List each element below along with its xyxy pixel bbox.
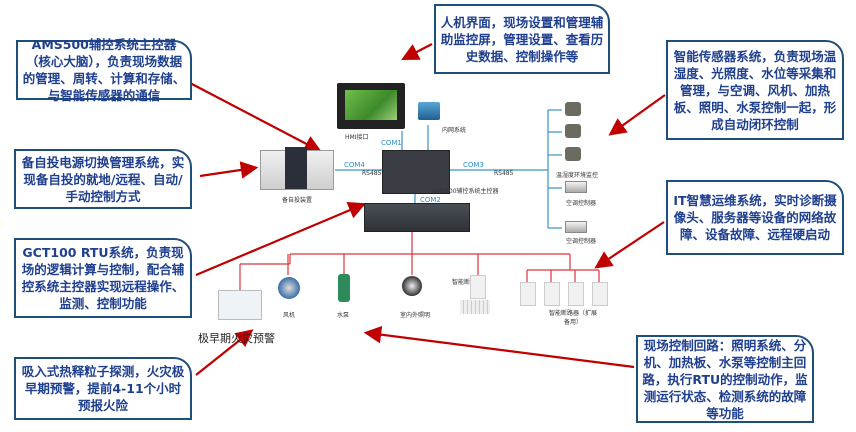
callout-hmi: 人机界面，现场设置和管理辅助监控屏，管理设置、查看历史数据、控制操作等 — [434, 4, 610, 74]
callout-arrows — [189, 43, 666, 376]
fire-detector-icon — [218, 290, 262, 320]
com1-label: COM1 — [381, 139, 402, 147]
breaker-ext-icon-3 — [568, 282, 584, 306]
env-monitor-label: 温湿度环境监控 — [556, 172, 599, 179]
light-icon — [402, 276, 422, 296]
callout-sensor-text: 智能传感器系统，负责现场温湿度、光照度、水位等采集和管理，与空调、风机、加热板、… — [673, 48, 837, 132]
ac-controller-icon-2 — [565, 221, 587, 233]
hmi-label: HMI接口 — [345, 134, 369, 141]
breaker-ext-label: 智能断路器（扩展备用） — [548, 310, 597, 326]
light-label: 室内外照明 — [400, 312, 431, 319]
hmi-screen-icon — [337, 83, 405, 129]
callout-rtu: GCT100 RTU系统，负责现场的逻辑计算与控制，配合辅控系统主控器实现远程操… — [14, 238, 192, 318]
sensor-icon-1 — [565, 102, 581, 116]
network-switch-icon — [418, 102, 440, 120]
power-lines — [239, 230, 600, 290]
ac-controller-icon-1 — [565, 181, 587, 193]
ac-controller-label-1: 空调控制器 — [566, 200, 597, 207]
rtu-device-icon — [364, 203, 470, 232]
breaker-ext-icon-4 — [592, 282, 608, 306]
breaker-label: 智能断路器 — [452, 279, 483, 286]
ats-label: 备自投装置 — [282, 197, 313, 204]
breaker-ext-icon-2 — [544, 282, 560, 306]
callout-control-loop-text: 现场控制回路：照明系统、分机、加热板、水泵等控制主回路，执行RTU的控制动作，监… — [642, 337, 808, 421]
callout-ams500: AMS500辅控系统主控器（核心大脑），负责现场数据的管理、周转、计算和存储、与… — [16, 37, 192, 103]
heater-icon — [460, 300, 490, 314]
callout-rtu-text: GCT100 RTU系统，负责现场的逻辑计算与控制，配合辅控系统主控器实现远程操… — [21, 245, 185, 311]
controller-label: AMS500辅控系统主控器 — [432, 188, 499, 195]
ac-controller-label-2: 空调控制器 — [566, 238, 597, 245]
callout-it-ops-text: IT智慧运维系统，实时诊断摄像头、服务器等设备的网络故障、设备故障、远程硬启动 — [673, 193, 837, 242]
fire-warning-label: 极早期火灾预警 — [198, 332, 275, 345]
callout-it-ops: IT智慧运维系统，实时诊断摄像头、服务器等设备的网络故障、设备故障、远程硬启动 — [666, 180, 844, 255]
network-label: 内网系统 — [442, 127, 467, 134]
ats-device-icon — [260, 147, 334, 190]
sensor-icon-2 — [565, 124, 581, 138]
callout-ats: 备自投电源切换管理系统，实现备自投的就地/远程、自动/手动控制方式 — [14, 149, 192, 209]
callout-ats-text: 备自投电源切换管理系统，实现备自投的就地/远程、自动/手动控制方式 — [21, 154, 185, 204]
callout-sensor: 智能传感器系统，负责现场温湿度、光照度、水位等采集和管理，与空调、风机、加热板、… — [666, 40, 844, 140]
pump-icon — [338, 274, 350, 302]
com3-label: COM3 — [463, 161, 484, 169]
com2-label: COM2 — [420, 196, 441, 204]
fan-icon — [278, 277, 300, 299]
rs485-label-a: RS485 — [362, 170, 382, 177]
callout-control-loop: 现场控制回路：照明系统、分机、加热板、水泵等控制主回路，执行RTU的控制动作，监… — [636, 335, 814, 423]
callout-fire-text: 吸入式热释粒子探测，火灾极早期预警，提前4-11个小时预报火险 — [21, 364, 185, 413]
fan-label: 风机 — [283, 312, 296, 319]
rs485-label-b: RS485 — [494, 170, 514, 177]
breaker-ext-icon-1 — [520, 282, 536, 306]
com4-label: COM4 — [344, 161, 365, 169]
ams500-controller-icon — [382, 150, 450, 194]
comm-lines — [335, 109, 562, 229]
callout-hmi-text: 人机界面，现场设置和管理辅助监控屏，管理设置、查看历史数据、控制操作等 — [440, 14, 604, 64]
breaker-icon — [470, 275, 486, 299]
sensor-icon-3 — [565, 147, 581, 161]
callout-fire: 吸入式热释粒子探测，火灾极早期预警，提前4-11个小时预报火险 — [14, 357, 192, 420]
callout-ams500-text: AMS500辅控系统主控器（核心大脑），负责现场数据的管理、周转、计算和存储、与… — [22, 37, 186, 103]
pump-label: 水泵 — [337, 312, 350, 319]
